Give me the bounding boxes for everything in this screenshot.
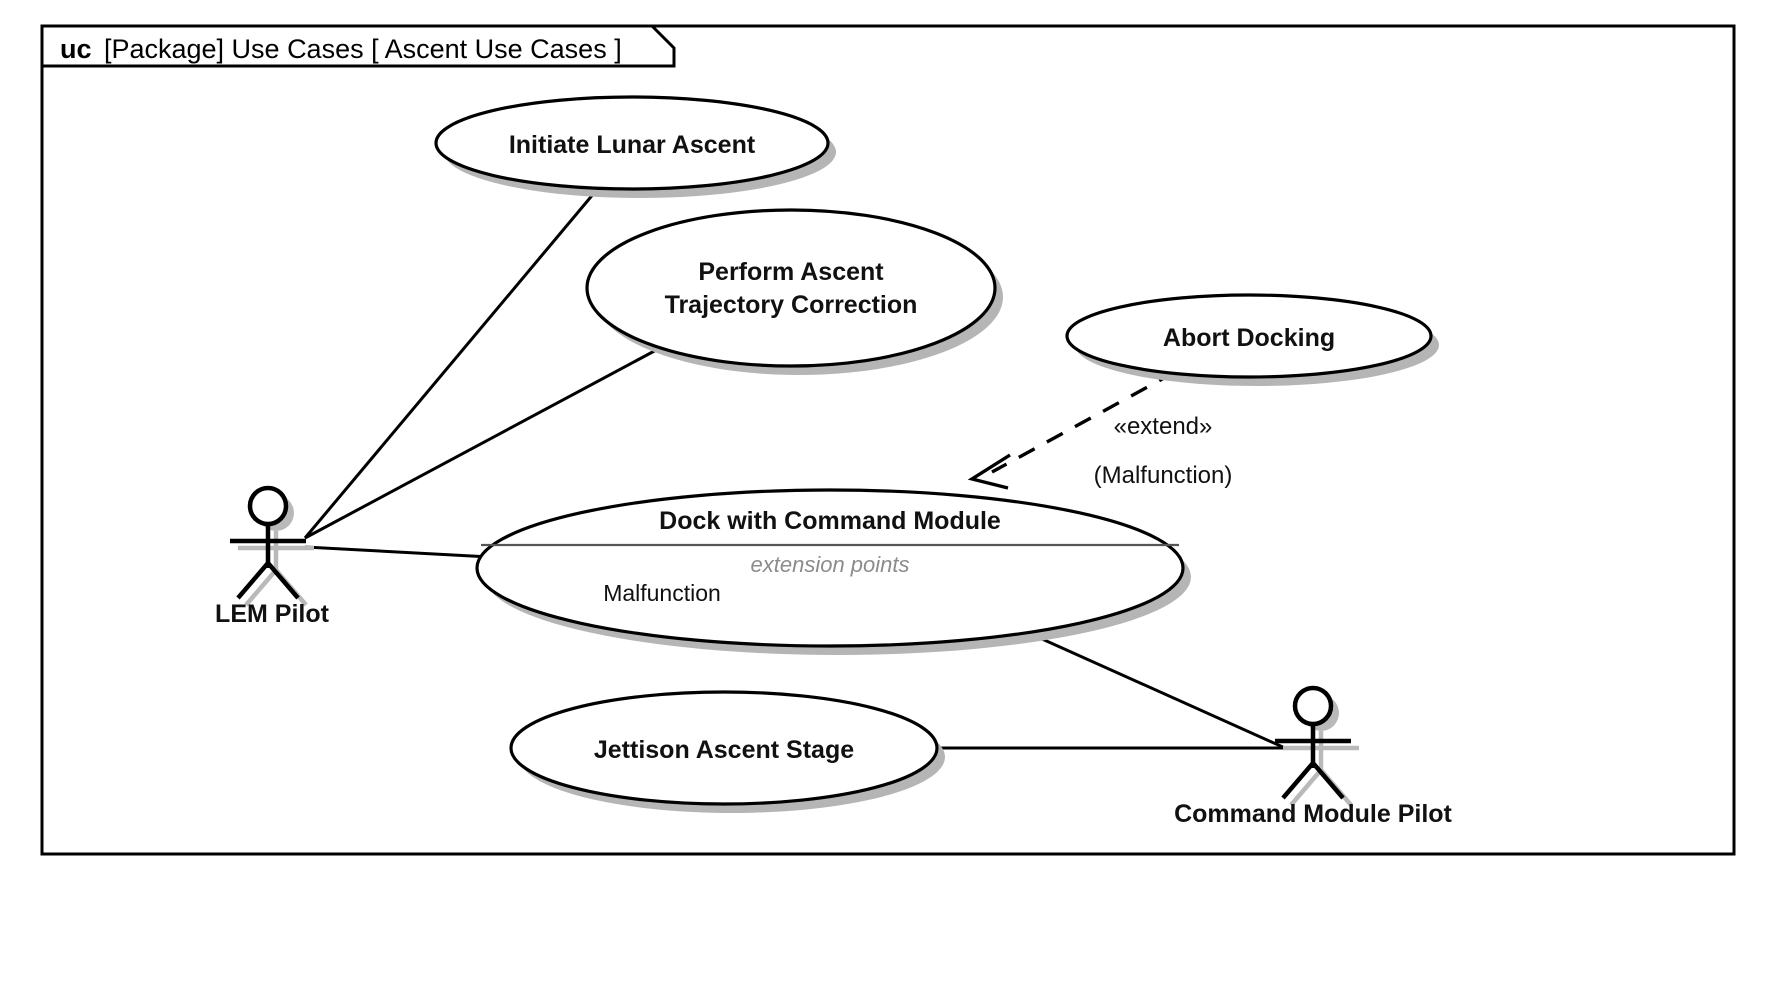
use-case-initiate-lunar-ascent[interactable]: Initiate Lunar Ascent	[434, 95, 836, 198]
use-case-jettison-ascent-stage[interactable]: Jettison Ascent Stage	[509, 690, 945, 813]
actor-head-icon	[1292, 685, 1334, 727]
actor-leg-right-icon	[266, 561, 300, 600]
extend-relationship[interactable]: «extend» (Malfunction)	[967, 370, 1233, 490]
actor-label: LEM Pilot	[215, 600, 330, 628]
use-case-ellipse[interactable]	[509, 690, 939, 806]
frame-title-text: [Package] Use Cases [ Ascent Use Cases ]	[104, 34, 622, 64]
use-case-label-line2: Trajectory Correction	[665, 291, 918, 319]
use-case-ellipse[interactable]	[475, 488, 1185, 648]
use-case-ellipse[interactable]	[1065, 293, 1433, 379]
actor-label: Command Module Pilot	[1174, 800, 1452, 828]
actor-leg-left-icon	[236, 561, 270, 600]
actor-head-icon	[247, 485, 289, 527]
extend-condition-label: (Malfunction)	[1094, 462, 1233, 489]
frame-title: uc [Package] Use Cases [ Ascent Use Case…	[60, 34, 622, 64]
use-case-ellipse[interactable]	[585, 208, 997, 368]
actor-leg-left-shadow	[1289, 768, 1323, 807]
association-lem-pilot-perform-ascent[interactable]	[304, 346, 661, 540]
actor-command-module-pilot[interactable]: Command Module Pilot	[1174, 685, 1453, 828]
actor-leg-right-icon	[1311, 761, 1345, 800]
extension-point-item: Malfunction	[603, 580, 721, 606]
use-case-label: Abort Docking	[1163, 324, 1335, 352]
association-lines	[303, 185, 1286, 750]
frame-keyword: uc	[60, 34, 92, 64]
extend-stereotype-label: «extend»	[1114, 413, 1213, 440]
use-case-abort-docking[interactable]: Abort Docking	[1065, 293, 1439, 386]
association-lem-pilot-dock[interactable]	[304, 545, 491, 559]
use-case-label: Jettison Ascent Stage	[594, 736, 854, 764]
use-case-dock-with-command-module[interactable]: Dock with Command Module extension point…	[475, 488, 1191, 655]
actor-leg-left-shadow	[244, 568, 278, 607]
extend-dashed-line[interactable]	[991, 370, 1176, 474]
actor-leg-left-icon	[1281, 761, 1315, 800]
association-lem-pilot-initiate-lunar-ascent[interactable]	[303, 185, 602, 539]
frame-title-tab	[40, 24, 676, 68]
actor-lem-pilot[interactable]: LEM Pilot	[215, 485, 330, 628]
use-case-label: Dock with Command Module	[659, 507, 1001, 535]
use-case-label-line1: Perform Ascent	[698, 258, 884, 286]
extend-arrowhead-icon	[967, 453, 1011, 490]
extension-points-heading: extension points	[751, 552, 910, 577]
use-case-perform-ascent-trajectory-correction[interactable]: Perform Ascent Trajectory Correction	[585, 208, 1003, 375]
association-dock-command-module-pilot[interactable]	[1021, 628, 1286, 750]
use-case-label: Initiate Lunar Ascent	[509, 131, 756, 159]
use-case-ellipse[interactable]	[434, 95, 830, 191]
